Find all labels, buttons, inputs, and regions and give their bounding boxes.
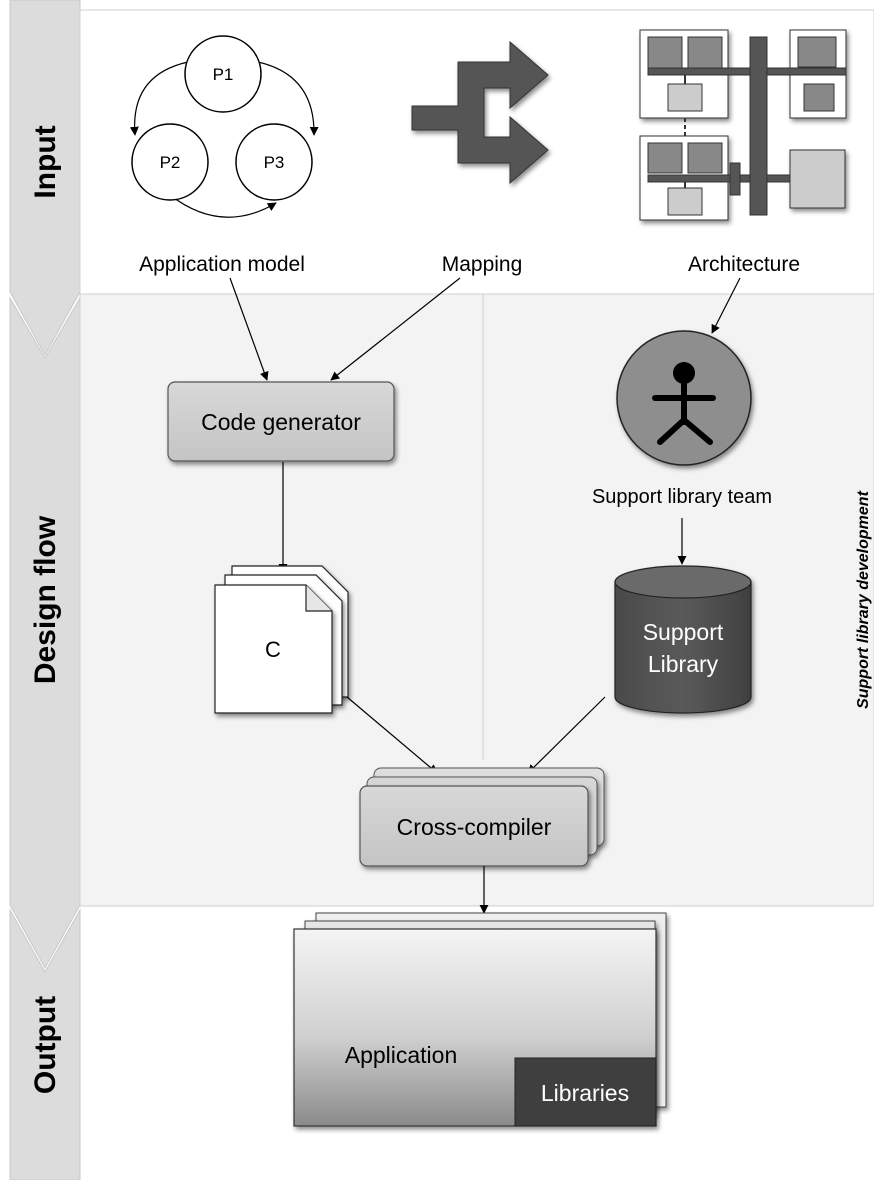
code-generator-box <box>167 381 395 462</box>
stage-band <box>9 0 81 1180</box>
support-library-label-line1: Support <box>643 619 724 645</box>
process-p2-label: P2 <box>160 153 181 172</box>
process-p1-label: P1 <box>213 65 234 84</box>
arrow-architecture-to-team <box>711 277 741 334</box>
mapping-label: Mapping <box>442 253 523 276</box>
support-team-icon <box>616 330 752 466</box>
support-library-development-label: Support library development <box>855 490 872 708</box>
support-team-label: Support library team <box>592 486 772 508</box>
support-library-cylinder <box>614 565 752 714</box>
process-p3-label: P3 <box>264 153 285 172</box>
application-model: P1 P2 P3 <box>129 35 319 218</box>
stage-input-label: Input <box>29 125 62 198</box>
c-file-label: C <box>265 637 281 662</box>
architecture-label: Architecture <box>688 253 800 276</box>
support-library-label-line2: Library <box>648 651 719 677</box>
cross-compiler-stack <box>359 767 605 867</box>
arrow-app-model-to-codegen <box>229 277 269 381</box>
libraries-label: Libraries <box>541 1080 629 1106</box>
stage-output-label: Output <box>29 996 62 1094</box>
application-stack <box>293 912 667 1127</box>
arrow-library-to-crosscompiler <box>527 696 606 774</box>
process-p1-node <box>184 35 262 113</box>
libraries-box <box>514 1057 657 1127</box>
process-p3-node <box>235 123 313 201</box>
mapping-icon <box>411 40 549 185</box>
process-p2-node <box>131 123 209 201</box>
application-label: Application <box>345 1042 458 1068</box>
arrow-c-to-crosscompiler <box>346 696 438 774</box>
code-generator-label: Code generator <box>201 409 361 435</box>
c-source-files <box>214 565 349 714</box>
cross-compiler-label: Cross-compiler <box>397 814 552 840</box>
architecture-icon <box>639 29 847 221</box>
stage-design-flow-label: Design flow <box>29 515 62 684</box>
arrow-mapping-to-codegen <box>330 277 461 381</box>
application-model-label: Application model <box>139 253 305 276</box>
